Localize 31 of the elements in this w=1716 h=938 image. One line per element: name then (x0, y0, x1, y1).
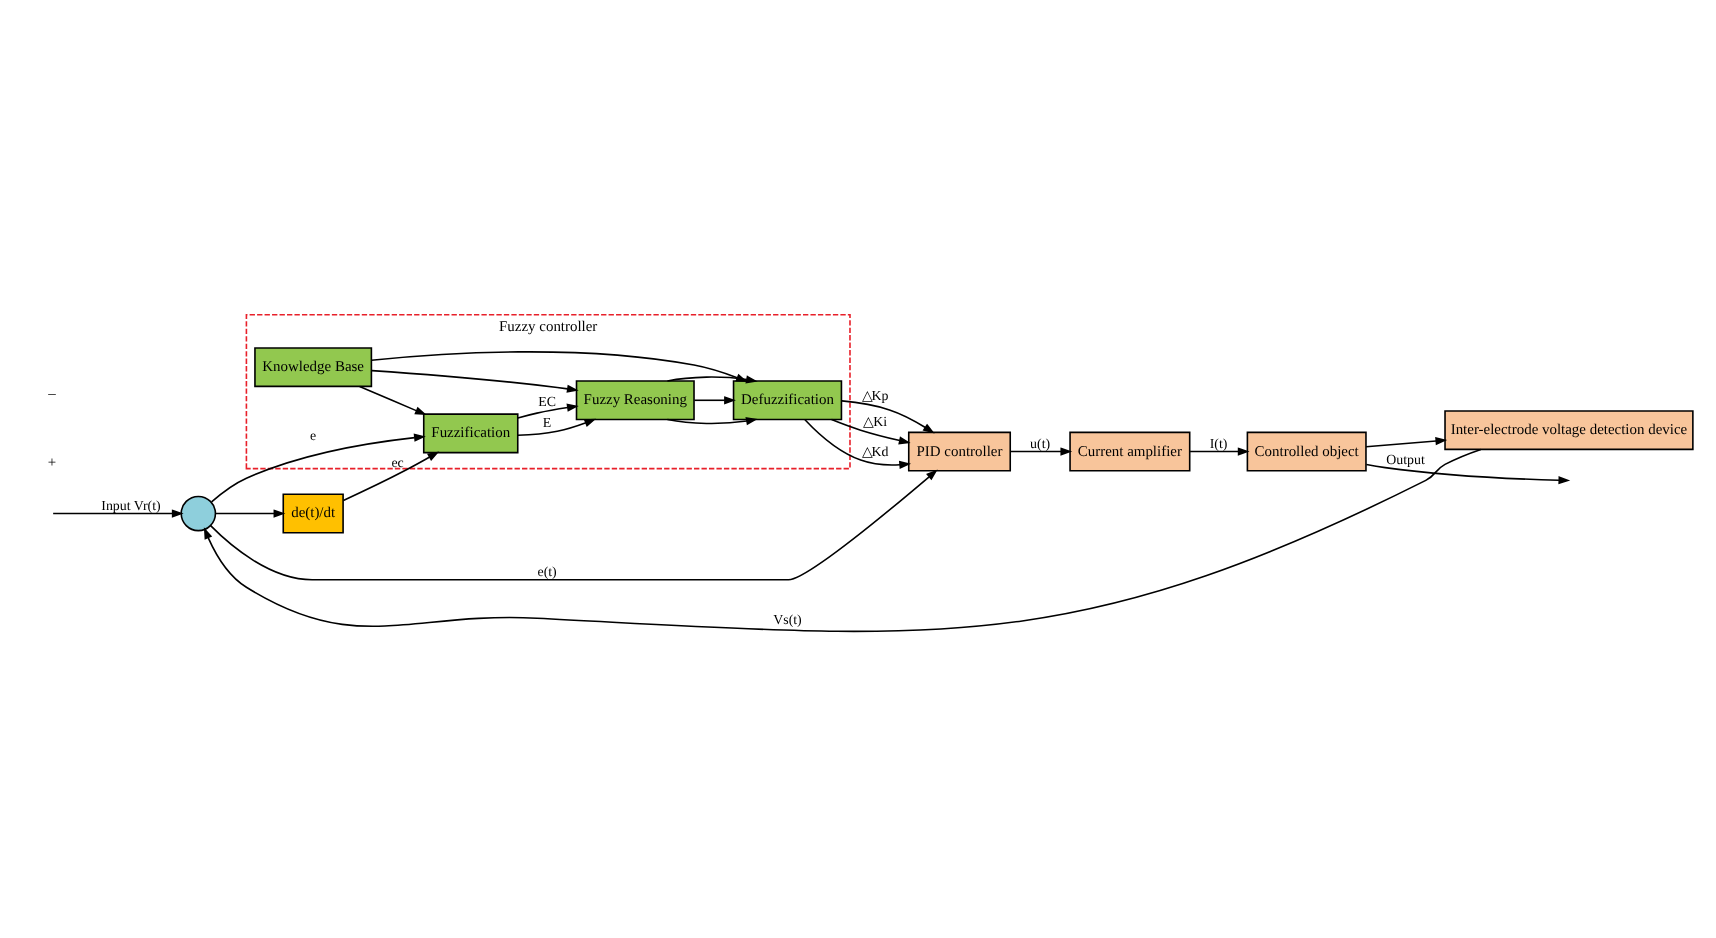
arrow (1365, 436, 1448, 448)
node-box: Knowledge Base (254, 347, 373, 388)
node-box: Inter-electrode voltage detection device (1444, 410, 1694, 451)
node-box: Fuzzy Reasoning (575, 380, 695, 421)
arrow (517, 418, 597, 437)
arrow (1365, 463, 1571, 485)
arrow (52, 509, 184, 518)
node-box: Current amplifier (1069, 431, 1191, 472)
arrow (666, 417, 758, 426)
node-box: Controlled object (1246, 431, 1367, 472)
node-box: de(t)/dt (282, 493, 344, 534)
arrow (210, 433, 426, 503)
arrow (209, 469, 938, 581)
node-box: Fuzzification (422, 413, 519, 454)
arrow (371, 369, 579, 393)
arrow (342, 451, 440, 502)
arrow (203, 448, 1482, 633)
arrow (693, 396, 736, 405)
arrow (841, 400, 935, 434)
arrow (804, 418, 912, 469)
node-circle (180, 495, 217, 532)
arrow (1189, 447, 1250, 456)
arrow (358, 385, 427, 416)
label: + (47, 453, 57, 472)
node-box: PID controller (907, 431, 1012, 472)
arrow (517, 403, 579, 419)
arrow (830, 418, 911, 445)
arrow (1009, 447, 1073, 456)
node-box: Defuzzification (732, 380, 843, 421)
label: – (48, 383, 56, 402)
arrow (214, 509, 286, 518)
